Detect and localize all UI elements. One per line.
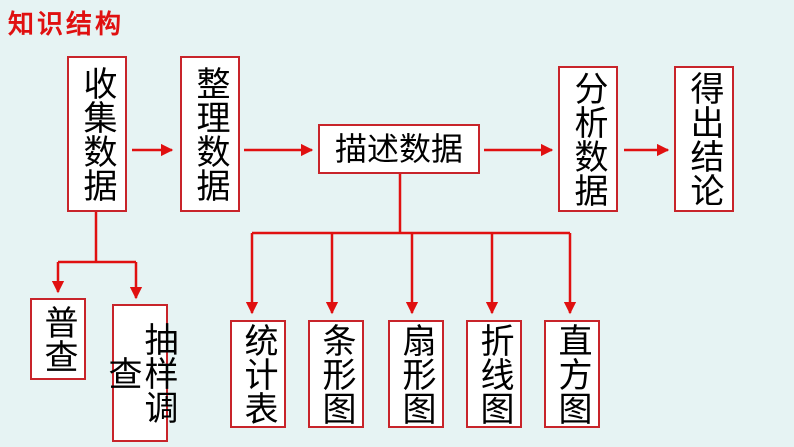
node-draw-conclusion: 得出结论 xyxy=(674,66,734,212)
node-census: 普查 xyxy=(30,298,86,380)
node-line-chart: 折线图 xyxy=(466,320,522,428)
page-title: 知识结构 xyxy=(8,10,125,40)
node-histogram: 直方图 xyxy=(544,320,600,428)
node-pie-chart: 扇形图 xyxy=(388,320,444,428)
node-statistical-table: 统计表 xyxy=(230,320,286,428)
node-analyze-data: 分析数据 xyxy=(558,66,618,212)
node-sampling-survey: 抽样调查 xyxy=(102,304,178,442)
node-describe-data: 描述数据 xyxy=(318,124,480,174)
node-bar-chart: 条形图 xyxy=(308,320,364,428)
node-collect-data: 收集数据 xyxy=(67,56,127,212)
node-organize-data: 整理数据 xyxy=(180,56,240,212)
